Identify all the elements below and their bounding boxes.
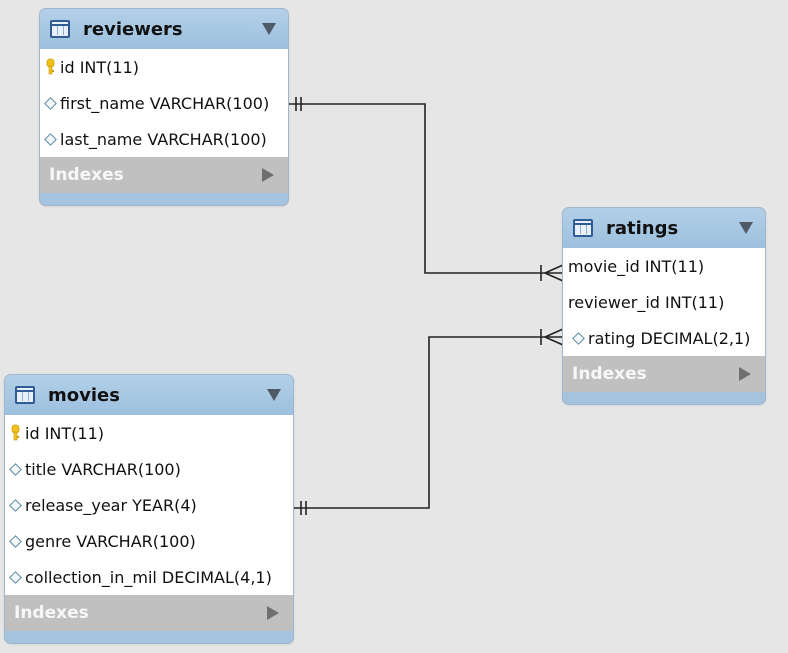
reviewers-ratings-line	[288, 103, 563, 274]
indexes-section[interactable]: Indexes	[563, 356, 765, 392]
column-label: reviewer_id INT(11)	[568, 292, 725, 312]
primary-key-icon	[5, 424, 25, 442]
column-label: movie_id INT(11)	[568, 256, 705, 276]
column-diamond-icon	[8, 570, 22, 584]
column-diamond-icon	[43, 132, 57, 146]
column-row[interactable]: genre VARCHAR(100)	[5, 523, 293, 559]
expand-triangle-icon[interactable]	[739, 367, 751, 381]
column-row[interactable]: reviewer_id INT(11)	[563, 284, 765, 320]
column-label: rating DECIMAL(2,1)	[588, 328, 751, 348]
ratings-table[interactable]: ratings movie_id INT(11) reviewer_id INT…	[562, 207, 766, 405]
movies-table[interactable]: movies id INT(11) title VARCHAR(100) rel…	[4, 374, 294, 644]
column-diamond-icon	[8, 462, 22, 476]
table-icon	[50, 20, 70, 38]
table-footer	[563, 392, 765, 404]
column-list: id INT(11) title VARCHAR(100) release_ye…	[5, 415, 293, 595]
crowfoot-marker	[544, 336, 564, 346]
column-row[interactable]: last_name VARCHAR(100)	[40, 121, 288, 157]
reviewers-table[interactable]: reviewers id INT(11) first_name VARCHAR(…	[39, 8, 289, 206]
table-header[interactable]: movies	[5, 375, 293, 415]
column-label: release_year YEAR(4)	[25, 495, 197, 515]
table-footer	[40, 193, 288, 205]
column-row[interactable]: first_name VARCHAR(100)	[40, 85, 288, 121]
table-icon	[15, 386, 35, 404]
table-title: reviewers	[83, 18, 183, 40]
column-row[interactable]: rating DECIMAL(2,1)	[563, 320, 765, 356]
column-label: genre VARCHAR(100)	[25, 531, 196, 551]
column-diamond-icon	[43, 96, 57, 110]
column-diamond-icon	[8, 498, 22, 512]
column-list: movie_id INT(11) reviewer_id INT(11) rat…	[563, 248, 765, 356]
column-diamond-icon	[8, 534, 22, 548]
movies-ratings-line	[293, 336, 563, 509]
collapse-triangle-icon[interactable]	[267, 389, 281, 401]
column-label: last_name VARCHAR(100)	[60, 129, 267, 149]
table-footer	[5, 631, 293, 643]
table-header[interactable]: reviewers	[40, 9, 288, 49]
column-label: id INT(11)	[60, 57, 139, 77]
crowfoot-marker	[544, 328, 564, 338]
column-label: collection_in_mil DECIMAL(4,1)	[25, 567, 272, 587]
expand-triangle-icon[interactable]	[262, 168, 274, 182]
column-label: title VARCHAR(100)	[25, 459, 181, 479]
column-row[interactable]: collection_in_mil DECIMAL(4,1)	[5, 559, 293, 595]
crowfoot-marker	[544, 272, 564, 282]
table-title: movies	[48, 384, 120, 406]
movies-ratings-relationship[interactable]	[293, 328, 564, 515]
crowfoot-marker	[544, 264, 564, 274]
column-row[interactable]: id INT(11)	[5, 415, 293, 451]
indexes-section[interactable]: Indexes	[5, 595, 293, 631]
expand-triangle-icon[interactable]	[267, 606, 279, 620]
column-row[interactable]: id INT(11)	[40, 49, 288, 85]
indexes-section[interactable]: Indexes	[40, 157, 288, 193]
collapse-triangle-icon[interactable]	[262, 23, 276, 35]
column-row[interactable]: title VARCHAR(100)	[5, 451, 293, 487]
column-list: id INT(11) first_name VARCHAR(100) last_…	[40, 49, 288, 157]
table-icon	[573, 219, 593, 237]
primary-key-icon	[40, 58, 60, 76]
table-header[interactable]: ratings	[563, 208, 765, 248]
reviewers-ratings-relationship[interactable]	[288, 97, 564, 282]
column-label: first_name VARCHAR(100)	[60, 93, 270, 113]
column-row[interactable]: movie_id INT(11)	[563, 248, 765, 284]
indexes-label: Indexes	[14, 603, 89, 623]
collapse-triangle-icon[interactable]	[739, 222, 753, 234]
indexes-label: Indexes	[572, 364, 647, 384]
table-title: ratings	[606, 217, 679, 239]
column-label: id INT(11)	[25, 423, 104, 443]
column-row[interactable]: release_year YEAR(4)	[5, 487, 293, 523]
column-diamond-icon	[571, 331, 585, 345]
indexes-label: Indexes	[49, 165, 124, 185]
